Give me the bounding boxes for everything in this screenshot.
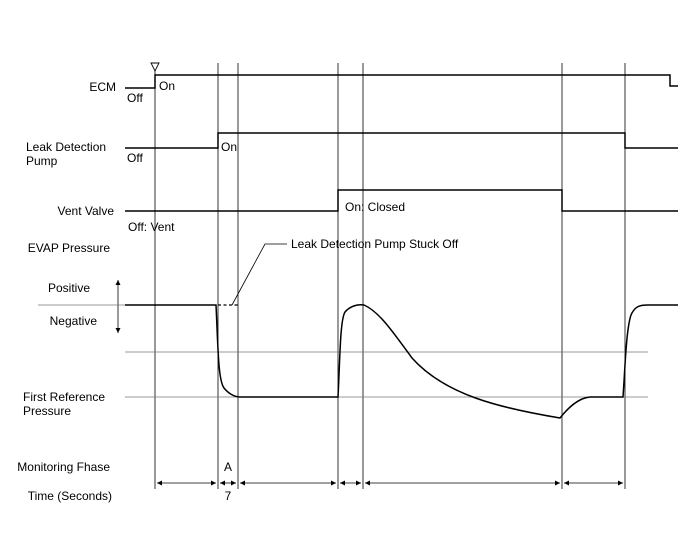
vent-signal-line: [125, 189, 678, 212]
annotation-leader-line: [231, 243, 287, 306]
pump-off-label: Off: [127, 151, 143, 165]
ecm-off-label: Off: [127, 91, 143, 105]
pump-signal-line: [125, 132, 678, 149]
pump-on-label: On: [221, 140, 237, 154]
row-label-monitoring-phase: Monitoring Fhase: [17, 460, 110, 474]
row-label-negative: Negative: [50, 314, 98, 328]
evap-pressure-curve: [125, 304, 678, 419]
vent-on-label: On: Closed: [345, 200, 405, 214]
ecm-signal-line: [125, 74, 678, 89]
vent-off-label: Off: Vent: [128, 220, 175, 234]
ecm-on-label: On: [159, 79, 175, 93]
row-label-pump-line2: Pump: [26, 154, 58, 168]
phase-label-a: A: [224, 460, 232, 474]
row-label-first-ref-line1: First Reference: [23, 390, 105, 404]
phase-time-value: 7: [225, 489, 232, 503]
row-label-vent-valve: Vent Valve: [58, 204, 115, 218]
row-label-first-ref-line2: Pressure: [23, 404, 71, 418]
start-triangle-icon: [150, 62, 160, 73]
annotation-stuck-off: Leak Detection Pump Stuck Off: [291, 237, 459, 251]
row-label-evap-pressure: EVAP Pressure: [28, 241, 111, 255]
row-label-positive: Positive: [48, 281, 90, 295]
row-label-time: Time (Seconds): [28, 489, 112, 503]
row-label-ecm: ECM: [89, 80, 116, 94]
row-label-pump-line1: Leak Detection: [26, 140, 106, 154]
